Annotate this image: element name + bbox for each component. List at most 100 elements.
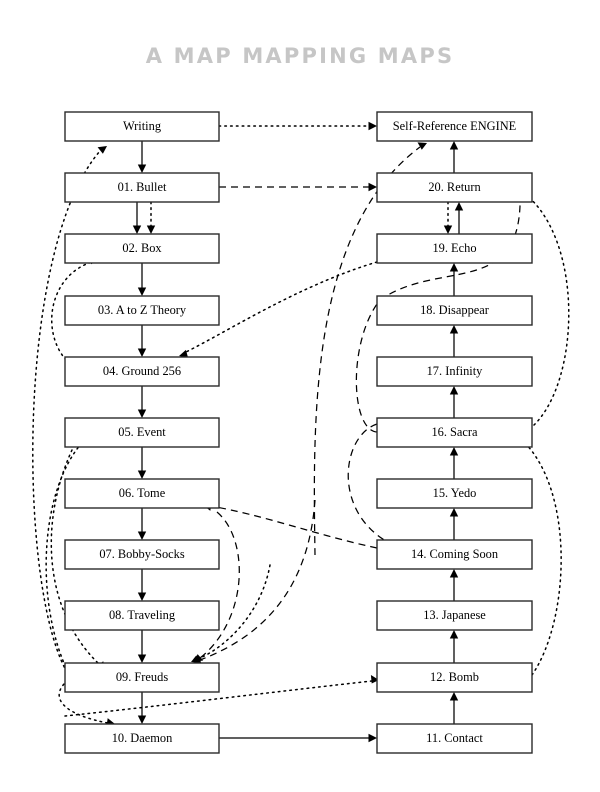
edge-line: [185, 261, 378, 353]
arrowhead-icon: [368, 182, 377, 192]
node-label: 13. Japanese: [423, 608, 486, 622]
node-box[interactable]: [376, 111, 533, 142]
node-n17[interactable]: 17. Infinity: [376, 356, 533, 387]
arrowhead-icon: [449, 447, 459, 456]
arrowhead-icon: [146, 225, 156, 234]
node-n06[interactable]: 06. Tome: [64, 478, 220, 509]
edge-line: [58, 679, 109, 724]
node-label: 05. Event: [118, 425, 166, 439]
node-box[interactable]: [64, 662, 220, 693]
node-n13[interactable]: 13. Japanese: [376, 600, 533, 631]
node-n15[interactable]: 15. Yedo: [376, 478, 533, 509]
node-label: 10. Daemon: [112, 731, 173, 745]
arrowhead-icon: [449, 569, 459, 578]
node-label: 03. A to Z Theory: [98, 303, 187, 317]
node-n02[interactable]: 02. Box: [64, 233, 220, 264]
node-n08[interactable]: 08. Traveling: [64, 600, 220, 631]
edge-n20-to-n19: [443, 201, 453, 234]
node-box[interactable]: [64, 295, 220, 326]
edge-line: [521, 439, 562, 676]
arrowhead-icon: [97, 146, 107, 154]
edge-n01-to-n02: [146, 201, 156, 234]
node-box[interactable]: [64, 478, 220, 509]
node-box[interactable]: [64, 172, 220, 203]
arrowhead-icon: [449, 692, 459, 701]
edge-n10-to-n11: [219, 733, 377, 743]
node-box[interactable]: [64, 539, 220, 570]
node-box[interactable]: [376, 539, 533, 570]
arrowhead-icon: [137, 287, 147, 296]
arrowhead-icon: [449, 630, 459, 639]
node-n16[interactable]: 16. Sacra: [376, 417, 533, 448]
node-n07[interactable]: 07. Bobby-Socks: [64, 539, 220, 570]
node-n04[interactable]: 04. Ground 256: [64, 356, 220, 387]
edge-n20-to-sre: [449, 141, 459, 173]
edge-n14-to-n15: [449, 508, 459, 540]
node-label: 17. Infinity: [427, 364, 484, 378]
arrowhead-icon: [368, 121, 377, 131]
edge-line: [347, 423, 401, 549]
node-box[interactable]: [64, 111, 220, 142]
node-box[interactable]: [376, 172, 533, 203]
node-layer: Writing 01. Bullet 02. Box 03. A to Z Theor…: [64, 111, 533, 754]
arrowhead-icon: [454, 202, 464, 211]
edge-line: [45, 427, 99, 673]
edge-line: [523, 192, 570, 426]
edge-n03-to-n04: [137, 325, 147, 357]
node-writing[interactable]: Writing: [64, 111, 220, 142]
edge-n07-to-n08: [137, 569, 147, 601]
node-label: 02. Box: [122, 241, 162, 255]
edge-n19-to-n04: [179, 261, 378, 359]
node-n18[interactable]: 18. Disappear: [376, 295, 533, 326]
node-box[interactable]: [376, 723, 533, 754]
node-n20[interactable]: 20. Return: [376, 172, 533, 203]
node-label: Self-Reference ENGINE: [393, 119, 517, 133]
arrowhead-icon: [443, 225, 453, 234]
node-label: 04. Ground 256: [103, 364, 181, 378]
node-box[interactable]: [376, 356, 533, 387]
edge-n16-to-n17: [449, 386, 459, 418]
node-label: 20. Return: [428, 180, 480, 194]
node-label: 11. Contact: [426, 731, 483, 745]
node-box[interactable]: [64, 356, 220, 387]
edge-n15-to-n16: [449, 447, 459, 479]
node-label: 16. Sacra: [431, 425, 478, 439]
node-label: 01. Bullet: [118, 180, 167, 194]
edge-line: [199, 511, 240, 659]
node-box[interactable]: [64, 600, 220, 631]
edge-line: [209, 505, 378, 549]
node-n14[interactable]: 14. Coming Soon: [376, 539, 533, 570]
node-box[interactable]: [64, 417, 220, 448]
edge-line: [50, 449, 101, 666]
node-n11[interactable]: 11. Contact: [376, 723, 533, 754]
node-box[interactable]: [376, 295, 533, 326]
edge-n09-to-writing: [32, 146, 107, 678]
edge-line: [51, 261, 93, 361]
page-title: A MAP MAPPING MAPS: [145, 44, 455, 68]
arrowhead-icon: [137, 348, 147, 357]
node-label: 09. Freuds: [116, 670, 168, 684]
node-n01[interactable]: 01. Bullet: [64, 172, 220, 203]
node-n10[interactable]: 10. Daemon: [64, 723, 220, 754]
node-n03[interactable]: 03. A to Z Theory: [64, 295, 220, 326]
node-box[interactable]: [64, 723, 220, 754]
edge-n04-to-n05: [137, 386, 147, 418]
node-box[interactable]: [64, 233, 220, 264]
node-box[interactable]: [376, 662, 533, 693]
node-sre[interactable]: Self-Reference ENGINE: [376, 111, 533, 142]
node-n09[interactable]: 09. Freuds: [64, 662, 220, 693]
edge-n06-to-n09: [194, 511, 240, 662]
node-box[interactable]: [376, 417, 533, 448]
node-box[interactable]: [376, 478, 533, 509]
node-n05[interactable]: 05. Event: [64, 417, 220, 448]
node-box[interactable]: [376, 600, 533, 631]
node-box[interactable]: [376, 233, 533, 264]
node-label: 06. Tome: [119, 486, 166, 500]
arrowhead-icon: [137, 470, 147, 479]
node-n12[interactable]: 12. Bomb: [376, 662, 533, 693]
node-n19[interactable]: 19. Echo: [376, 233, 533, 264]
arrowhead-icon: [370, 675, 379, 684]
node-label: 14. Coming Soon: [411, 547, 498, 561]
edge-n14-to-n06: [203, 502, 378, 549]
